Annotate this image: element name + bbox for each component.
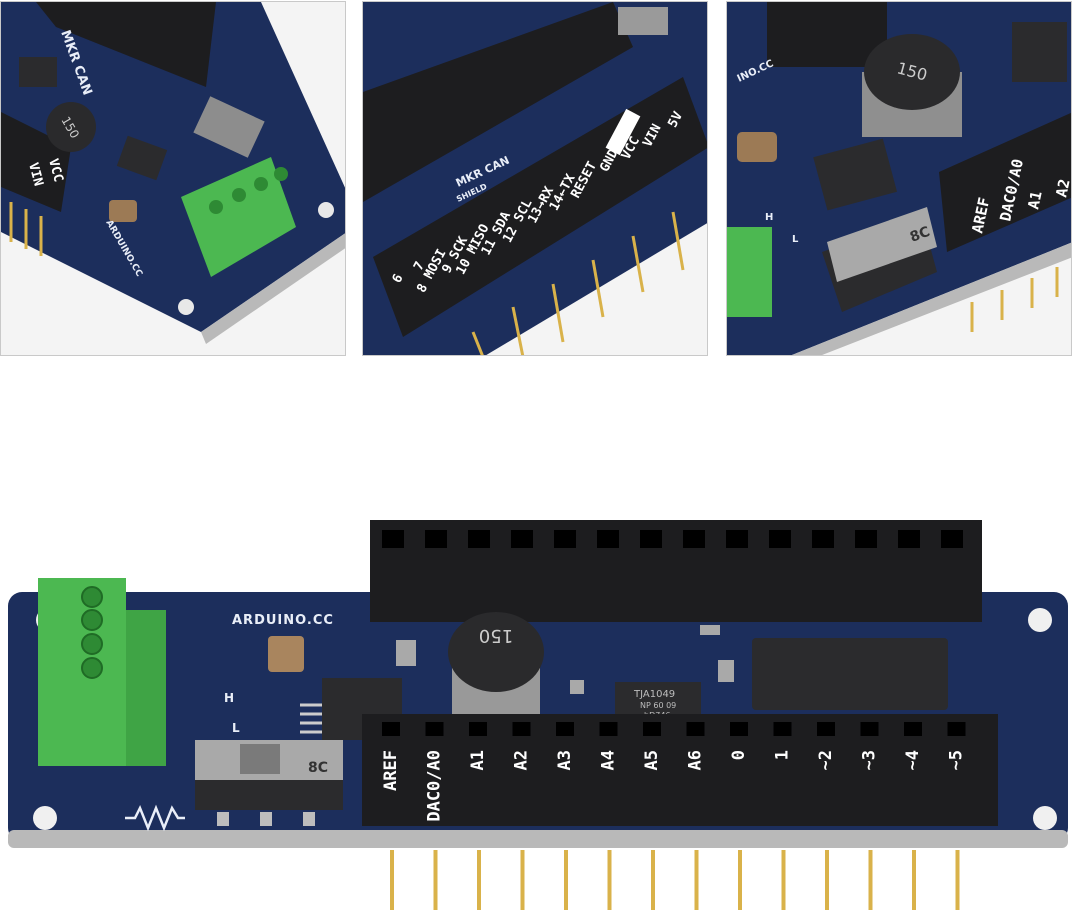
chip-text: NP 60 09 (640, 701, 676, 710)
pin-label-0: 0 (729, 750, 749, 760)
gnd-highlight (605, 108, 641, 156)
header-socket (640, 530, 662, 548)
header-socket (468, 530, 490, 548)
header-socket (511, 530, 533, 548)
detail-photo-terminal-block: VIN VCC MKR CAN 150 ARDUINO.CC (0, 1, 346, 356)
pin-label-a4: A4 (599, 750, 619, 770)
pin-label-aref: AREF (381, 750, 401, 791)
header-socket (769, 530, 791, 548)
header-socket (726, 530, 748, 548)
silkscreen-h: H (765, 212, 773, 223)
header-socket (860, 722, 879, 736)
silkscreen-l: L (792, 234, 799, 245)
header-socket (425, 530, 447, 548)
header-socket (597, 530, 619, 548)
header-socket (730, 722, 748, 736)
header-socket (643, 722, 661, 736)
header-socket (554, 530, 576, 548)
header-socket (469, 722, 487, 736)
pin-label-1: 1 (773, 750, 793, 760)
header-socket (382, 722, 400, 736)
slide-switch: 8C (195, 740, 343, 826)
pin-label: A2 (1052, 177, 1072, 198)
header-socket (773, 722, 792, 736)
screw-terminal-block (38, 578, 166, 766)
pin-label: VCC (45, 157, 66, 184)
bottom-pin-header: AREF DAC0/A0 A1 A2 A3 A4 A5 A6 0 1 ~2 ~3 ~4 ~5 (362, 714, 998, 826)
pin-label: A1 (1024, 189, 1045, 210)
pin-label--2: ~2 (816, 750, 836, 770)
top-pin-header (370, 520, 982, 622)
pin-label-a3: A3 (555, 750, 575, 770)
pin-label--4: ~4 (903, 750, 923, 770)
header-socket (817, 722, 835, 736)
pin-label-dac0-a0: DAC0/A0 (425, 750, 445, 822)
header-socket (855, 530, 877, 548)
pin-label-a2: A2 (512, 750, 532, 770)
header-socket (382, 530, 404, 548)
pin-label-a6: A6 (686, 750, 706, 770)
pin-label: 5V (665, 109, 686, 130)
resistor-symbol (125, 804, 185, 832)
mounting-hole (1033, 806, 1057, 830)
header-socket (947, 722, 966, 736)
pin-label: VIN (25, 161, 46, 188)
switch-label: 8C (308, 760, 328, 776)
header-socket (941, 530, 963, 548)
main-board-photo: ARDUINO.CC 150 TJA1049 NP 60 09 bD746 H … (8, 520, 1068, 910)
header-socket (599, 722, 618, 736)
pin-label-a5: A5 (642, 750, 662, 770)
silkscreen-l: L (232, 721, 240, 735)
header-socket (686, 722, 705, 736)
header-socket (683, 530, 705, 548)
pin-label-a1: A1 (468, 750, 488, 770)
inductor-label: 150 (479, 625, 513, 646)
mounting-hole (33, 806, 57, 830)
capacitor (268, 636, 304, 672)
inductor: 150 (448, 612, 544, 727)
brand-label: ARDUINO.CC (232, 613, 334, 628)
silkscreen-h: H (224, 691, 234, 705)
header-socket (898, 530, 920, 548)
header-socket (556, 722, 574, 736)
ic-chip (752, 638, 948, 710)
switch-label: 8C (908, 224, 932, 246)
mounting-hole (1028, 608, 1052, 632)
header-socket (512, 722, 531, 736)
header-socket (812, 530, 834, 548)
pin-label--3: ~3 (860, 750, 880, 770)
header-socket (425, 722, 444, 736)
pin-label--5: ~5 (947, 750, 967, 770)
header-socket (904, 722, 922, 736)
chip-text: TJA1049 (633, 689, 675, 700)
